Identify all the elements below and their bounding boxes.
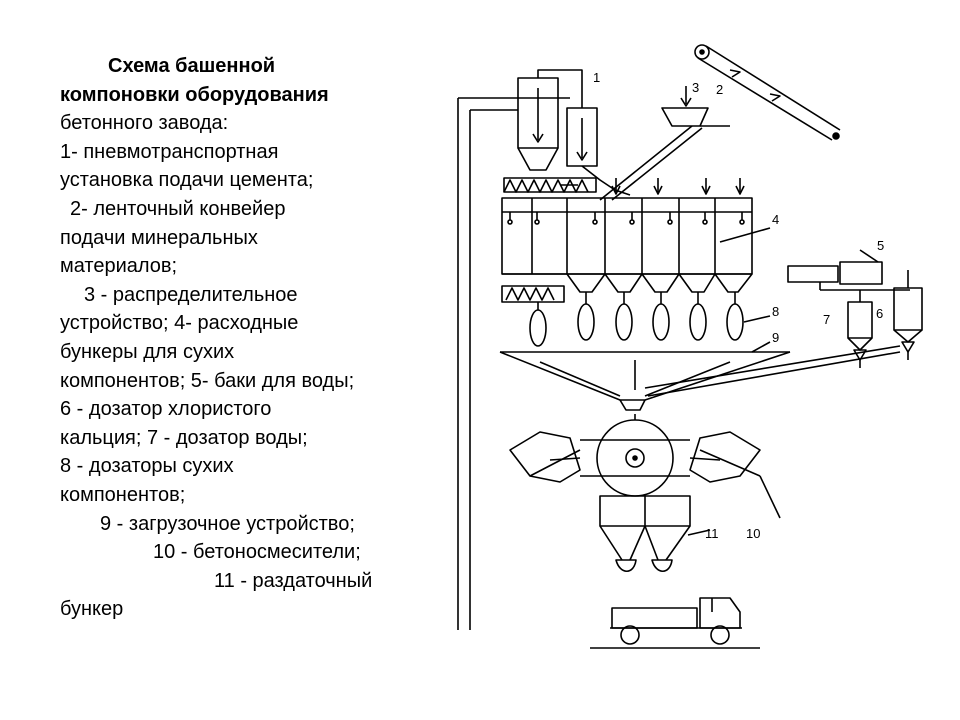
label-2: 2 [716, 82, 723, 97]
label-7: 7 [823, 312, 830, 327]
belt-conveyor [694, 44, 841, 141]
loading-device [499, 341, 901, 411]
label-3: 3 [692, 80, 699, 95]
label-5: 5 [877, 238, 884, 253]
caption-line: компонентов; [60, 483, 186, 506]
caption-line: бункер [60, 598, 124, 621]
caption-line: 2- ленточный конвейер [70, 197, 286, 220]
caption-line: компонентов; 5- баки для воды; [60, 369, 355, 392]
caption-line: материалов; [60, 255, 178, 278]
diagram-labels: 1 3 2 4 5 6 7 8 9 10 11 [593, 70, 884, 541]
dispensing-bunker [599, 495, 711, 573]
caption-line: 3 - распределительное [84, 283, 298, 306]
caption-line: 1- пневмотранспортная [60, 140, 279, 163]
label-8: 8 [772, 304, 779, 319]
support-frame [457, 97, 570, 630]
caption-line: устройство; 4- расходные [60, 312, 299, 335]
caption-line: 9 - загрузочное устройство; [100, 512, 355, 535]
label-4: 4 [772, 212, 779, 227]
label-9: 9 [772, 330, 779, 345]
caption-line: 6 - дозатор хлористого [60, 398, 272, 421]
distribution-device [599, 86, 730, 201]
caption-line: бетонного завода: [60, 112, 229, 135]
caption-line: установка подачи цемента; [60, 169, 314, 192]
caption-line: кальция; 7 - дозатор воды; [60, 426, 308, 449]
label-1: 1 [593, 70, 600, 85]
label-11: 11 [705, 526, 719, 541]
caption-title-line-2: компоновки оборудования [60, 83, 329, 106]
caption-line: бункеры для сухих [60, 340, 235, 363]
caption-line: 8 - дозаторы сухих [60, 455, 234, 478]
label-6: 6 [876, 306, 883, 321]
caption-text: Схема башенной компоновки оборудования б… [60, 52, 430, 624]
label-10: 10 [746, 526, 760, 541]
truck-icon [590, 597, 760, 649]
dry-component-bunkers [501, 178, 771, 303]
pneumatic-cement-supply [503, 69, 631, 196]
water-tanks-and-dosers [787, 249, 923, 368]
caption-line: подачи минеральных [60, 226, 258, 249]
caption-line: 10 - бетоносмесители; [153, 541, 361, 564]
concrete-plant-diagram: 1 3 2 4 5 6 7 8 9 10 11 [457, 44, 923, 649]
caption-line: 11 - раздаточный [214, 569, 373, 592]
dry-component-dosers [529, 292, 771, 347]
caption-title-line-1: Схема башенной [108, 55, 276, 77]
